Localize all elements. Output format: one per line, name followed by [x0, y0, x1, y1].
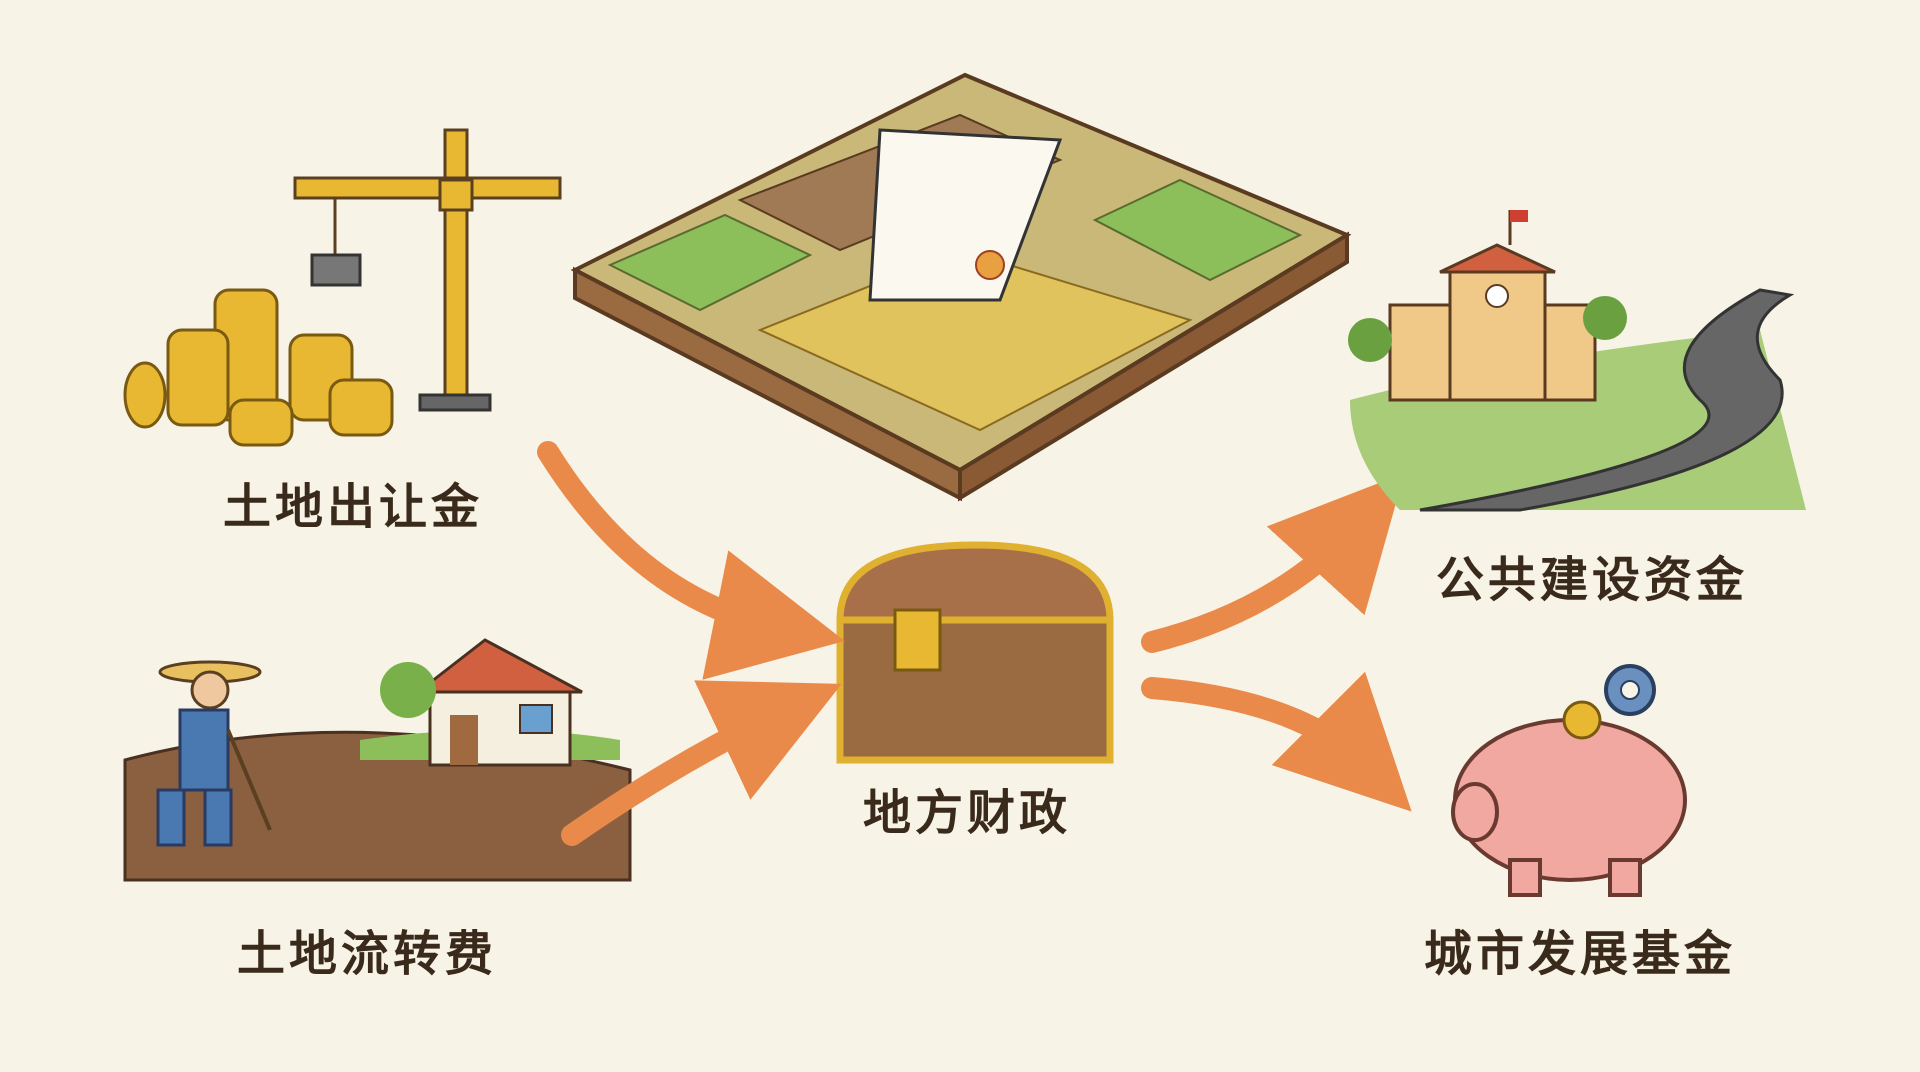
- label-urban-development-fund: 城市发展基金: [1423, 926, 1737, 982]
- coins-and-crane-illustration: [123, 128, 562, 447]
- label-public-construction-funds: 公共建设资金: [1435, 552, 1749, 608]
- crane-icon: [293, 128, 562, 412]
- arrow-finance-to-public: [1141, 473, 1405, 653]
- land-plot-illustration: [570, 72, 1352, 502]
- treasure-chest-icon: [836, 541, 1114, 764]
- deed-scroll-icon: [868, 128, 1063, 302]
- farmer-field-illustration: [123, 638, 632, 882]
- arrow-land-transfer-to-finance: [537, 441, 845, 680]
- school-building-icon: [1388, 210, 1597, 402]
- arrow-finance-to-urban-fund: [1141, 671, 1412, 812]
- tree-icon: [380, 662, 436, 718]
- coin-icon: [1562, 700, 1602, 740]
- label-local-finance: 地方财政: [862, 785, 1072, 841]
- house-icon: [413, 638, 583, 767]
- label-land-transfer-fee: 土地出让金: [222, 479, 484, 535]
- piggy-bank-icon: [1451, 664, 1687, 897]
- flow-arrows: [537, 441, 1412, 846]
- arrow-circulation-to-finance: [561, 680, 842, 846]
- coin-stacks-icon: [123, 288, 394, 447]
- school-road-illustration: [1348, 210, 1806, 512]
- label-land-circulation-fee: 土地流转费: [236, 926, 498, 982]
- farmer-icon: [156, 660, 272, 847]
